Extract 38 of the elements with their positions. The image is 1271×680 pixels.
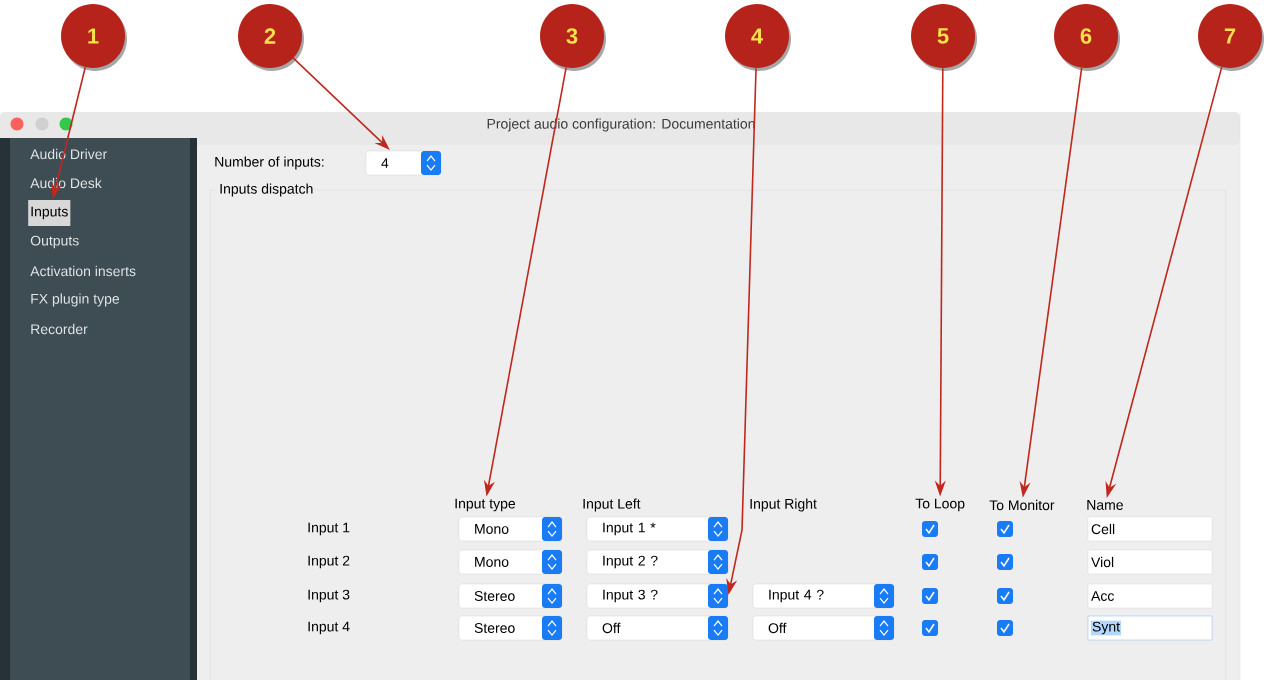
text-field: Viol xyxy=(1087,549,1213,575)
menu-item: FX plugin type xyxy=(31,293,120,307)
dropdown: Mono xyxy=(458,549,563,575)
dropdown: Input 2 ? xyxy=(586,549,729,575)
column-header: Input Left xyxy=(583,498,641,512)
callout-number: 7 xyxy=(1198,4,1264,71)
column-header: To Loop xyxy=(915,498,965,512)
text-field: Acc xyxy=(1087,583,1213,609)
dropdown: Mono xyxy=(458,516,563,542)
callout-number: 6 xyxy=(1054,4,1120,71)
dropdown: Input 4 ? xyxy=(752,583,895,609)
dropdown: Off xyxy=(752,615,895,641)
callout-number: 4 xyxy=(725,4,791,71)
row-label: Input 2 xyxy=(308,555,350,569)
menu-item: Activation inserts xyxy=(30,265,136,277)
dropdown: 4 xyxy=(365,150,442,176)
dropdown: Off xyxy=(586,615,729,641)
column-header: To Monitor xyxy=(989,499,1055,511)
menu-item: Inputs xyxy=(28,200,71,226)
dropdown: Input 1 * xyxy=(586,516,729,542)
group-title: Inputs dispatch xyxy=(217,181,316,199)
row-label: Input 4 xyxy=(308,621,350,635)
callout-number: 2 xyxy=(238,4,304,71)
dropdown: Stereo xyxy=(458,615,563,641)
callout-number: 3 xyxy=(540,4,606,71)
column-header: Input type xyxy=(455,498,516,512)
column-header: Input Right xyxy=(750,498,817,512)
dropdown: Input 3 ? xyxy=(586,583,729,609)
text-field: Cell xyxy=(1087,516,1213,542)
row-label: Input 1 xyxy=(308,522,350,536)
text-field: Synt xyxy=(1087,615,1213,641)
column-header: Name xyxy=(1087,500,1123,510)
menu-item: Recorder xyxy=(31,323,88,335)
field-label: Number of inputs: xyxy=(215,156,324,170)
row-label: Input 3 xyxy=(308,589,350,603)
callout-number: 5 xyxy=(911,4,977,71)
callout-number: 1 xyxy=(61,4,127,71)
dropdown: Stereo xyxy=(458,583,563,609)
